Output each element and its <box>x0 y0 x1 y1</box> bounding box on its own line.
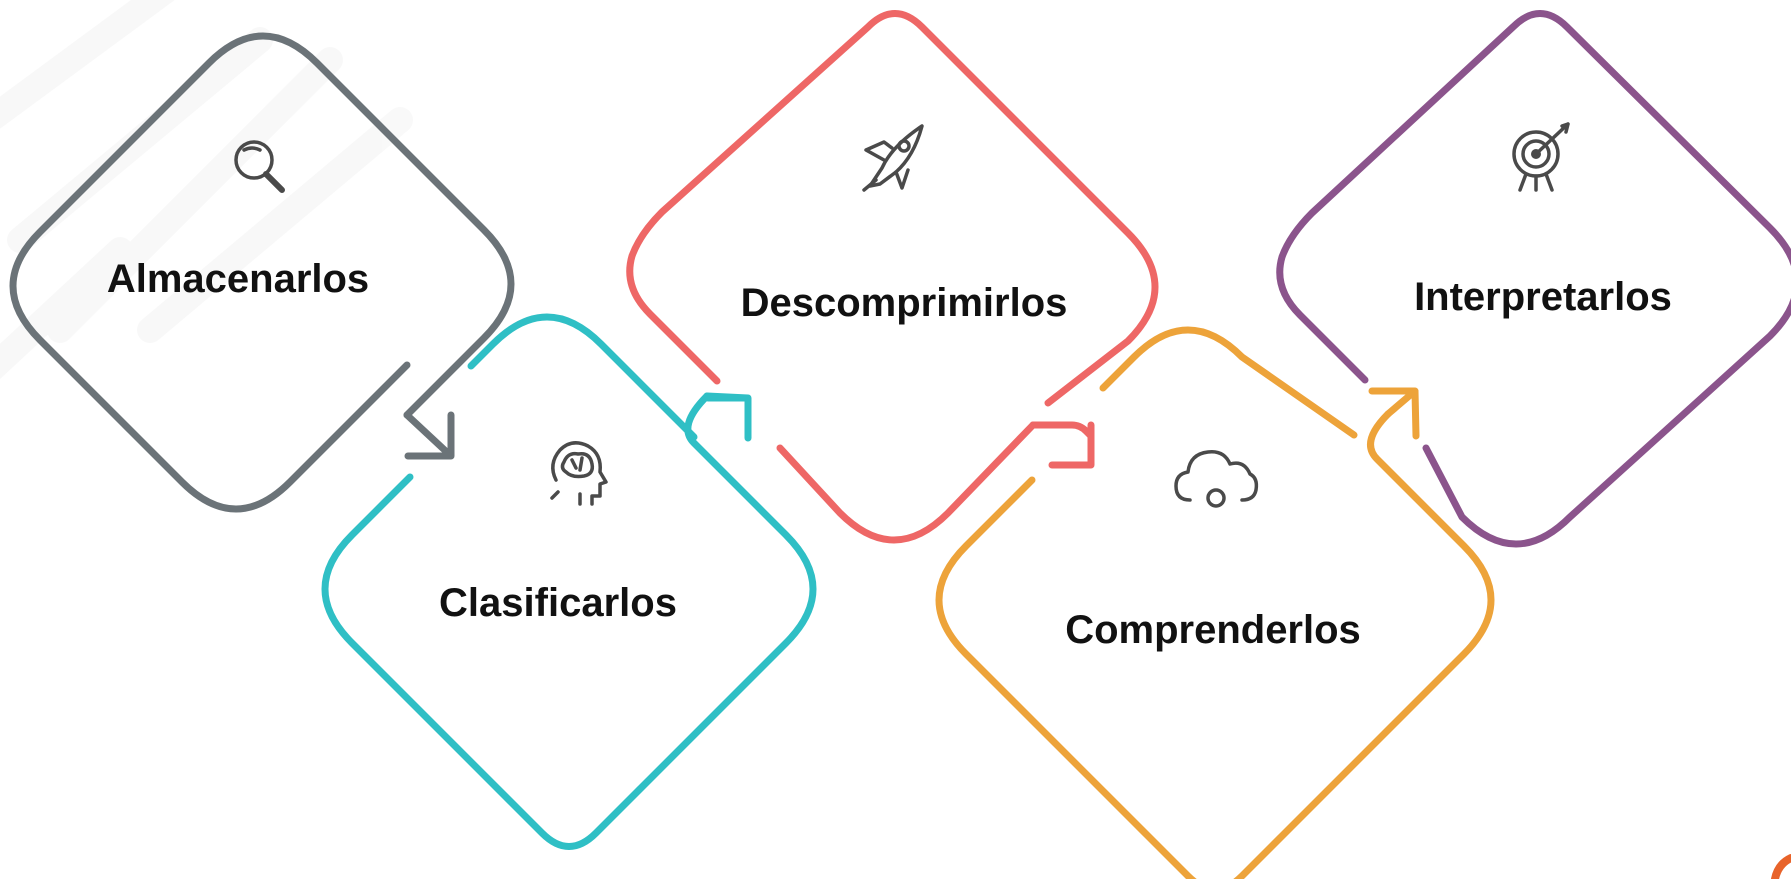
brain-head-icon <box>550 441 608 506</box>
step-almacenarlos <box>9 32 515 513</box>
label-comprenderlos: Comprenderlos <box>1065 608 1361 652</box>
step-comprenderlos <box>935 326 1495 879</box>
step-clasificarlos <box>321 313 817 850</box>
background-decoration <box>0 0 413 380</box>
step-interpretarlos <box>1276 10 1791 548</box>
corner-accent <box>1771 854 1791 879</box>
magnifier-icon <box>234 140 285 193</box>
diamond-clasificarlos <box>321 313 817 850</box>
step-descomprimirlos <box>626 10 1159 544</box>
target-icon <box>1512 122 1570 192</box>
cloud-gear-icon <box>1174 450 1259 508</box>
diamond-almacenarlos <box>9 32 515 513</box>
arrow-3-to-4 <box>1029 421 1095 469</box>
label-interpretarlos: Interpretarlos <box>1414 275 1672 319</box>
rocket-icon <box>862 124 924 192</box>
label-clasificarlos: Clasificarlos <box>439 581 677 625</box>
diamond-descomprimirlos <box>626 10 1159 544</box>
label-descomprimirlos: Descomprimirlos <box>741 281 1068 325</box>
label-almacenarlos: Almacenarlos <box>107 257 369 301</box>
diamond-interpretarlos <box>1276 10 1791 548</box>
diamond-comprenderlos <box>935 326 1495 879</box>
arrow-4-to-5 <box>1368 387 1420 440</box>
arrow-2-to-3 <box>703 392 752 442</box>
arrow-1-to-2 <box>403 411 455 460</box>
